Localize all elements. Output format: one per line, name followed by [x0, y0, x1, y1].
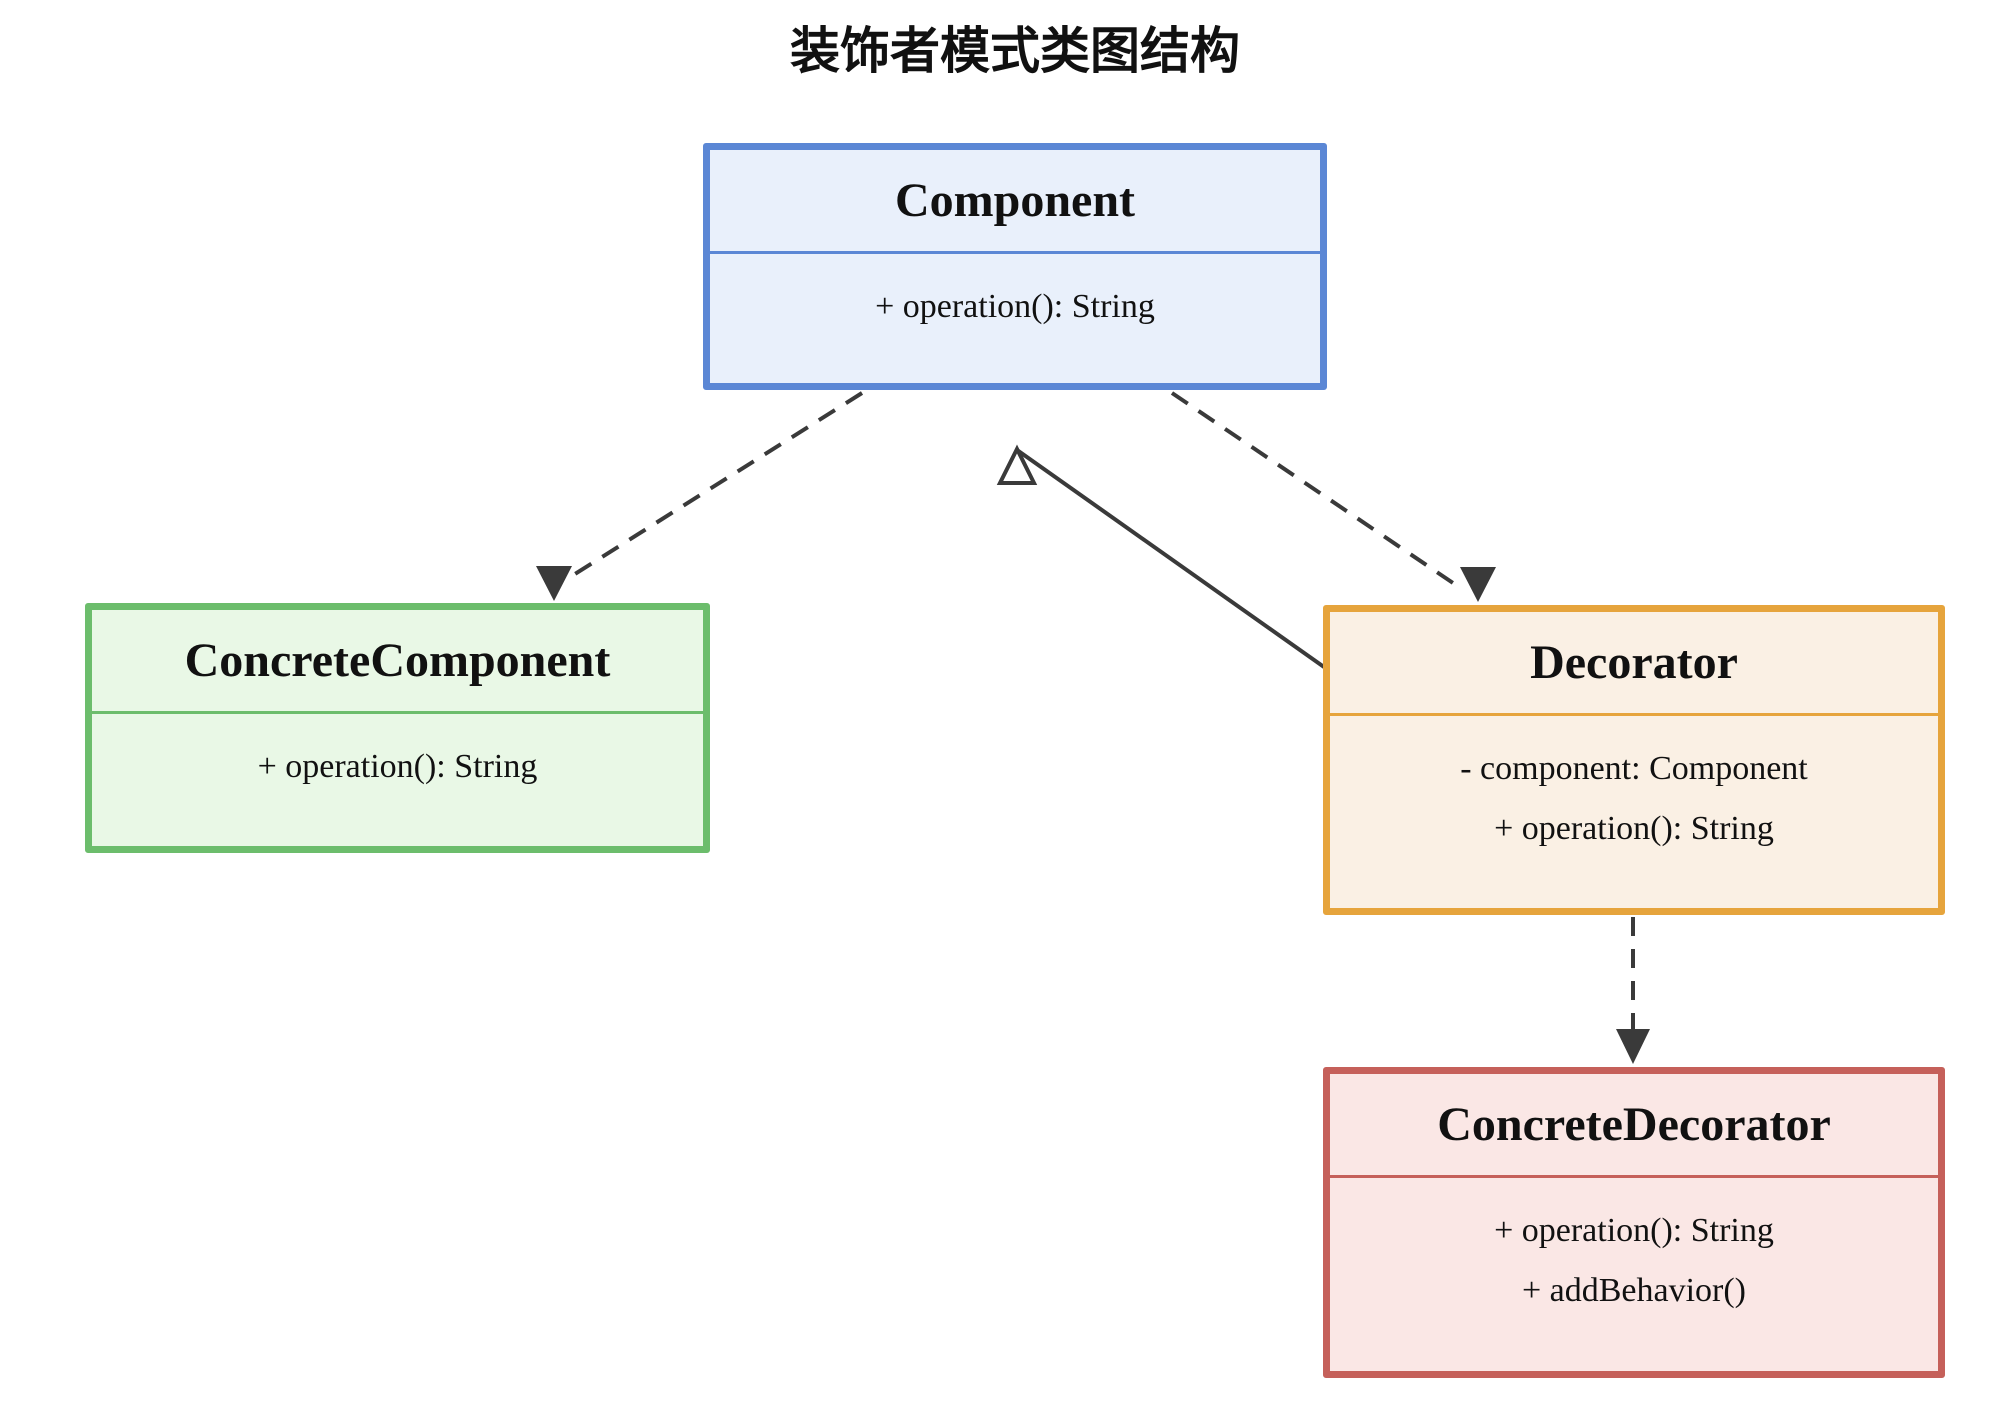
class-members: + operation(): String + addBehavior(): [1330, 1178, 1938, 1371]
filled-arrowhead-concretedecorator: [1616, 1029, 1650, 1064]
class-member: + operation(): String: [875, 288, 1155, 325]
class-box-component: Component + operation(): String: [703, 143, 1327, 390]
class-member: + operation(): String: [257, 748, 538, 785]
class-box-concrete-decorator: ConcreteDecorator + operation(): String …: [1323, 1067, 1945, 1378]
class-box-decorator: Decorator - component: Component + opera…: [1323, 605, 1945, 915]
inheritance-line-decorator-to-component: [1015, 448, 1326, 669]
class-name: Component: [710, 150, 1320, 254]
dependency-line-component-to-decorator: [1170, 391, 1458, 587]
class-members: - component: Component + operation(): St…: [1330, 716, 1938, 908]
dependency-line-component-to-concretecomponent: [573, 391, 864, 576]
class-box-concrete-component: ConcreteComponent + operation(): String: [85, 603, 710, 853]
class-member: - component: Component: [1460, 750, 1808, 787]
filled-arrowhead-decorator: [1460, 567, 1496, 602]
class-name: ConcreteComponent: [92, 610, 703, 714]
class-member: + operation(): String: [1494, 1212, 1774, 1249]
class-name: ConcreteDecorator: [1330, 1074, 1938, 1178]
class-members: + operation(): String: [92, 714, 703, 846]
diagram-title: 装饰者模式类图结构: [790, 23, 1240, 79]
hollow-triangle-arrowhead-component: [996, 444, 1038, 485]
class-member: + operation(): String: [1494, 810, 1774, 847]
class-name: Decorator: [1330, 612, 1938, 716]
class-member: + addBehavior(): [1521, 1272, 1747, 1309]
class-members: + operation(): String: [710, 254, 1320, 383]
filled-arrowhead-concretecomponent: [536, 566, 572, 601]
